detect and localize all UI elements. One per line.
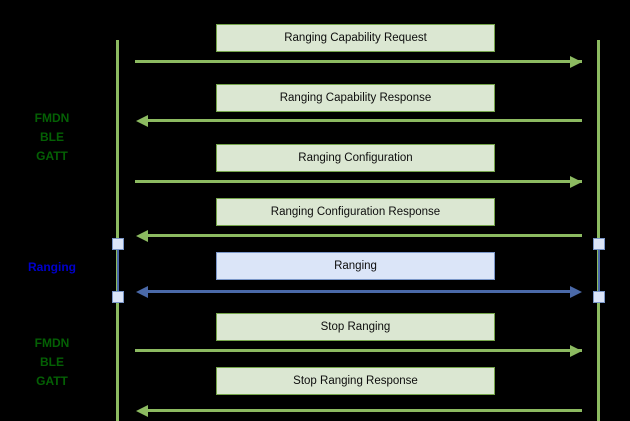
arrow-head-left-ranging-capability-response <box>136 114 148 127</box>
message-arrow-line-ranging-configuration <box>135 180 582 183</box>
phase-label-ranging: Ranging <box>28 260 76 274</box>
message-arrow-line-stop-ranging-response <box>148 409 582 412</box>
message-box-stop-ranging: Stop Ranging <box>216 313 495 341</box>
phase-label-fmdn-ble-gatt-top: FMDN BLE GATT <box>34 111 70 163</box>
phase-label-fmdn-ble-gatt-bottom: FMDN BLE GATT <box>34 336 70 388</box>
message-box-ranging-configuration-response: Ranging Configuration Response <box>216 198 495 226</box>
activation-node-left-start <box>112 238 124 250</box>
message-arrow-line-ranging-configuration-response <box>148 234 582 237</box>
lifeline-left <box>116 40 119 421</box>
message-arrow-line-ranging-capability-response <box>148 119 582 122</box>
arrow-head-left-stop-ranging-response <box>136 404 148 417</box>
message-box-stop-ranging-response: Stop Ranging Response <box>216 367 495 395</box>
arrow-head-right-ranging-capability-request <box>570 55 582 68</box>
arrow-head-right-ranging-configuration <box>570 175 582 188</box>
message-box-ranging-capability-response: Ranging Capability Response <box>216 84 495 112</box>
activation-node-right-end <box>593 291 605 303</box>
message-box-ranging-capability-request: Ranging Capability Request <box>216 24 495 52</box>
activation-line-left <box>117 249 119 297</box>
message-box-ranging-configuration: Ranging Configuration <box>216 144 495 172</box>
message-arrow-line-ranging <box>148 290 570 293</box>
arrow-head-left-ranging-configuration-response <box>136 229 148 242</box>
message-arrow-line-stop-ranging <box>135 349 582 352</box>
message-arrow-line-ranging-capability-request <box>135 60 582 63</box>
arrow-head-left-ranging <box>136 285 148 298</box>
message-box-ranging: Ranging <box>216 252 495 280</box>
arrow-head-right-ranging <box>570 285 582 298</box>
activation-node-left-end <box>112 291 124 303</box>
activation-node-right-start <box>593 238 605 250</box>
lifeline-right <box>597 40 600 421</box>
arrow-head-right-stop-ranging <box>570 344 582 357</box>
activation-line-right <box>598 249 600 297</box>
